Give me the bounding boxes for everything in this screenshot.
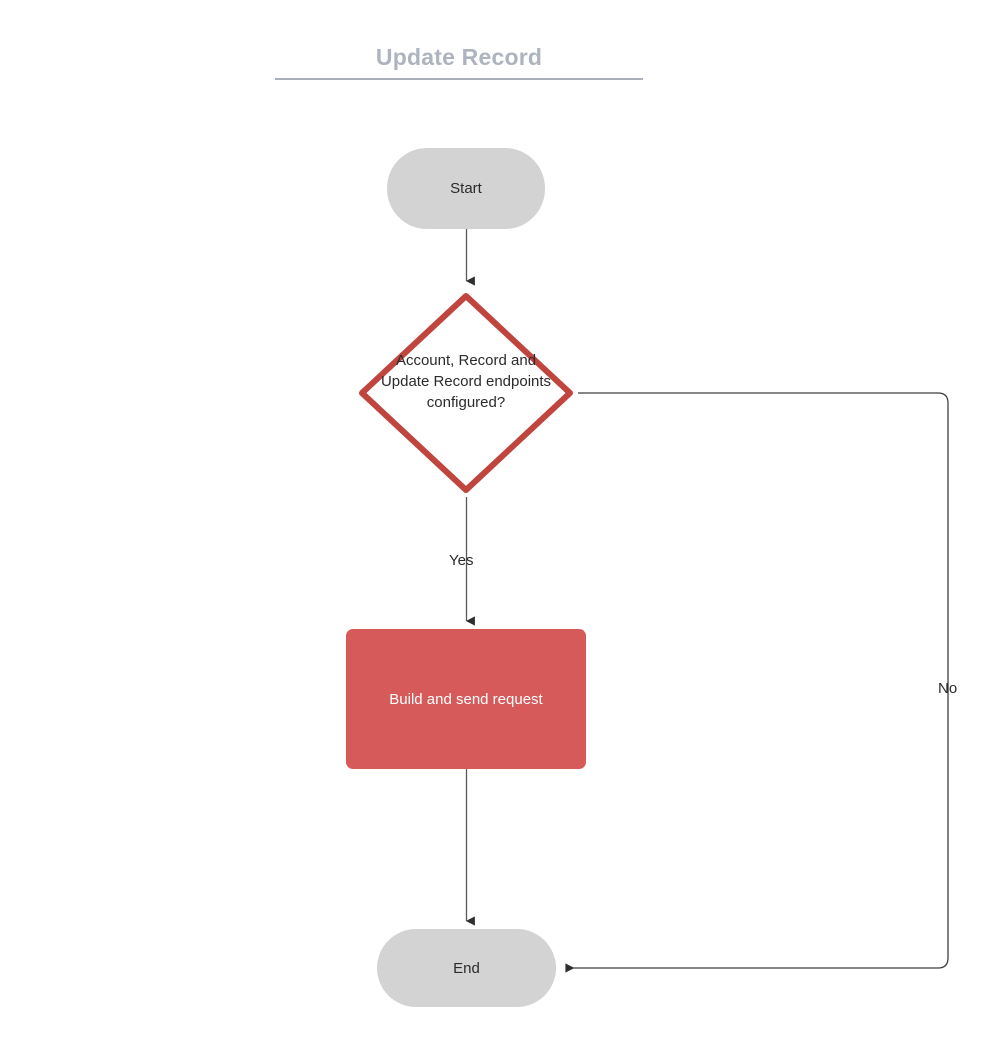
title-divider [275, 78, 643, 80]
node-start-label: Start [450, 180, 482, 197]
node-decision[interactable]: Account, Record and Update Record endpoi… [356, 290, 576, 496]
edge-label-yes: Yes [449, 552, 474, 569]
node-end-label: End [453, 959, 480, 977]
node-process[interactable]: Build and send request [346, 629, 586, 769]
diagram-header: Update Record [275, 42, 643, 80]
node-end[interactable]: End [377, 929, 556, 1007]
edge-label-no: No [938, 680, 958, 697]
decision-diamond-shape [359, 293, 573, 493]
page-title: Update Record [375, 44, 543, 70]
node-start[interactable]: Start [387, 148, 545, 229]
edge-decision-no-to-end [565, 392, 949, 973]
node-process-label: Build and send request [389, 690, 543, 708]
